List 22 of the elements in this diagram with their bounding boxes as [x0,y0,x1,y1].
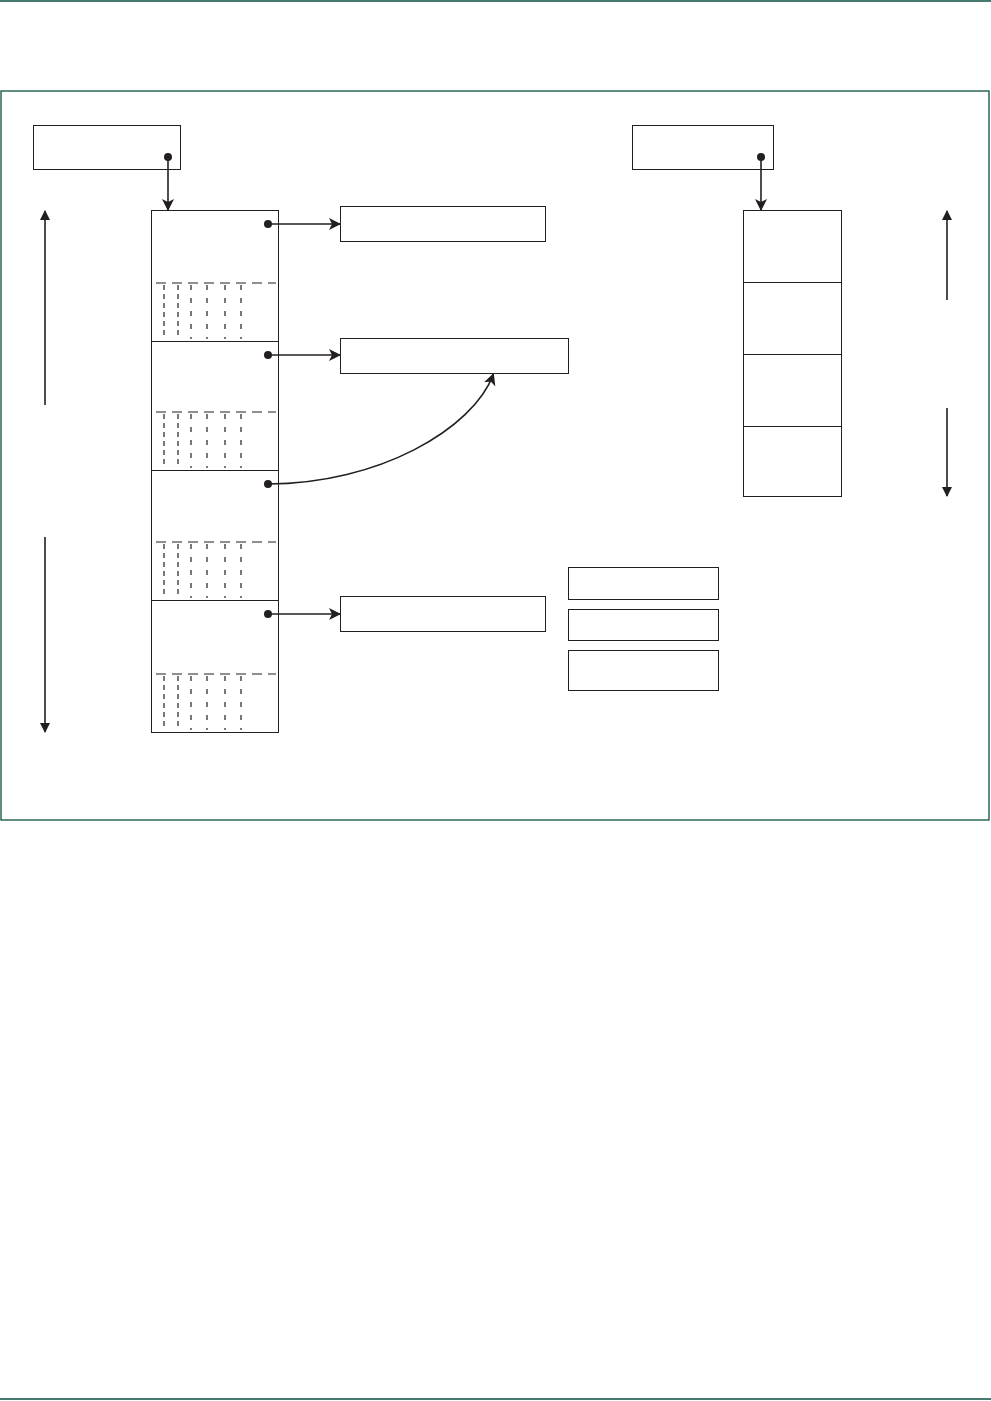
box [340,338,569,374]
box [568,567,719,600]
memory-block [151,210,279,342]
box [743,282,842,355]
pointer-box [632,125,774,170]
box [568,609,719,641]
arrow [264,373,495,488]
arrow [264,349,341,361]
memory-block [151,341,279,471]
box [340,596,546,632]
box [743,354,842,427]
arrow [755,153,767,211]
arrow [264,218,341,230]
box [743,426,842,497]
arrow [264,608,341,620]
arrow [162,153,174,211]
pointer-box [33,125,181,170]
memory-block [151,470,279,601]
box [340,206,546,242]
memory-block [151,600,279,733]
box [743,210,842,283]
box [568,650,719,691]
